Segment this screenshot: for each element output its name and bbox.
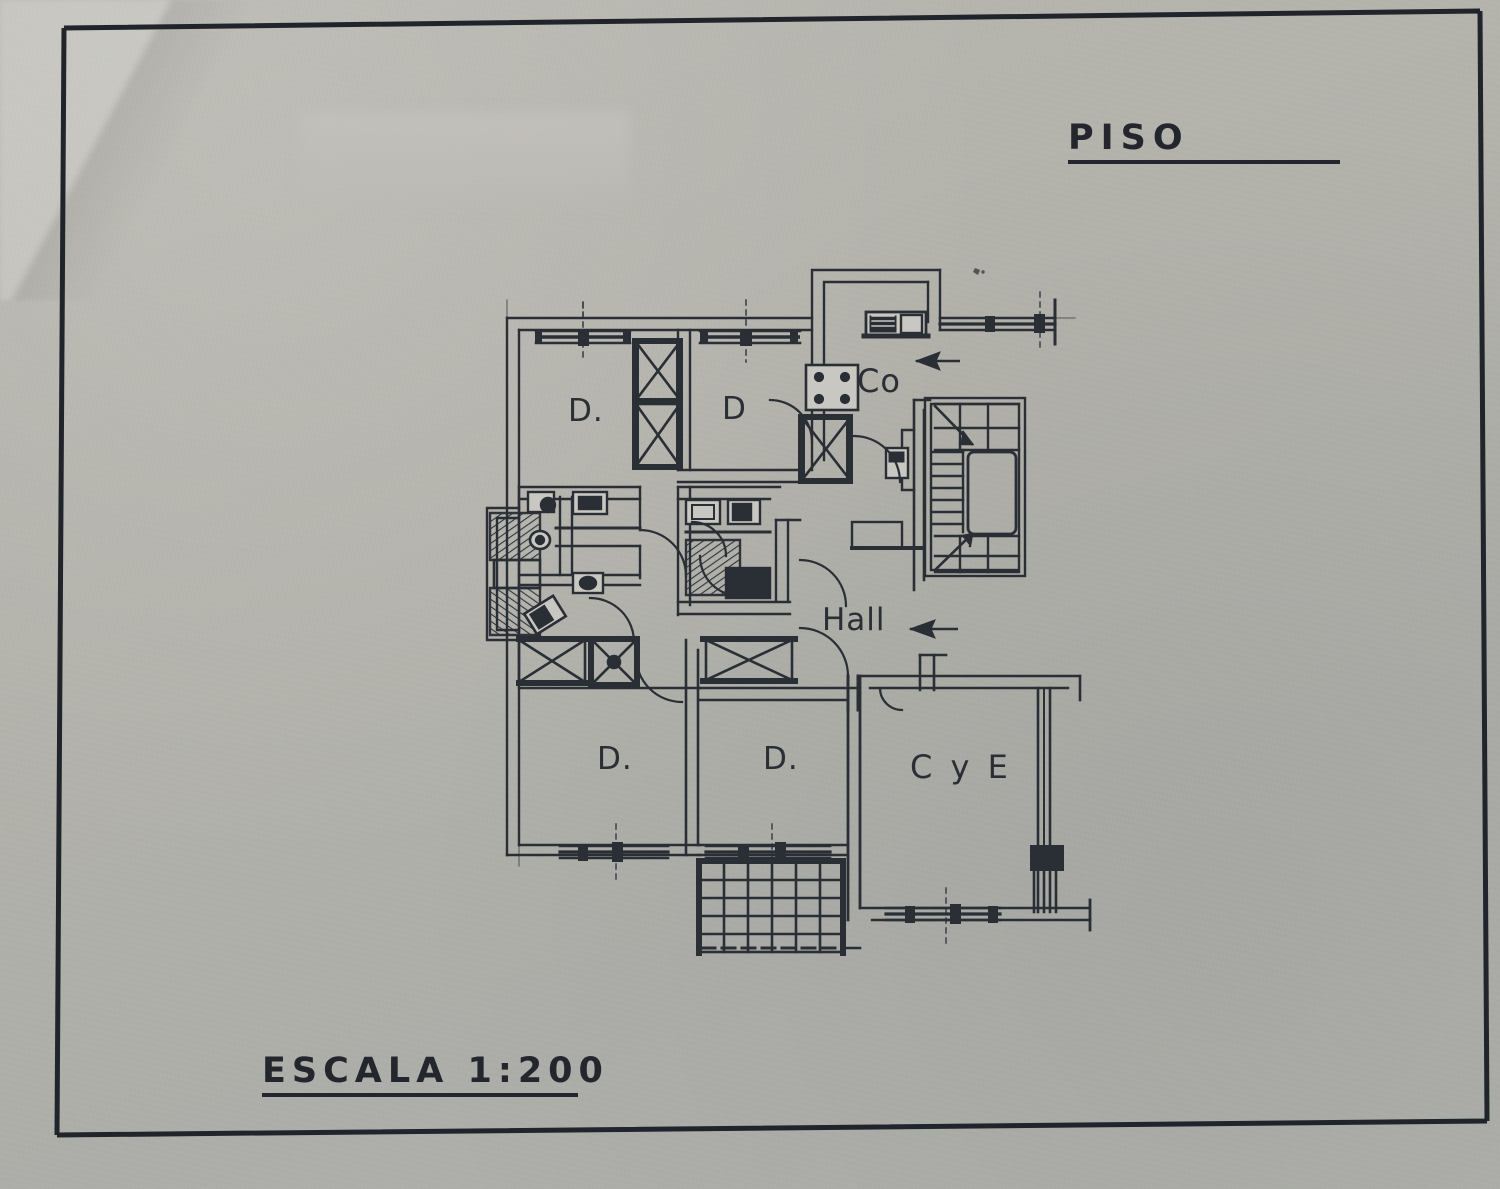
room-label-bedroom-lower-left: D. [597, 741, 633, 777]
wardrobe-lower-left [517, 638, 587, 684]
room-label-bedroom-lower-middle: D. [763, 741, 799, 777]
room-label-bedroom-upper-middle: D [722, 391, 747, 427]
scale-note: ESCALA 1:200 [262, 1051, 609, 1091]
arrow-to-hall [908, 619, 958, 639]
room-label-bedroom-upper-left: D. [568, 393, 604, 429]
room-label-kitchen: Co [857, 362, 901, 400]
room-label-service-area: C y E [910, 748, 1012, 786]
stove-icon [804, 363, 860, 412]
door-swings [588, 398, 904, 712]
wardrobe-lower-right [704, 638, 794, 682]
arrow-to-kitchen [914, 351, 960, 371]
room-label-hall: Hall [822, 602, 886, 638]
terrace-tiles [698, 860, 844, 954]
kitchen-counter [861, 310, 931, 339]
sheet-title: PISO [1068, 118, 1190, 158]
stairwell [923, 396, 1027, 578]
scale-note-underline [262, 1093, 578, 1097]
bathroom-left [485, 485, 642, 642]
ink-speck [973, 268, 985, 275]
wardrobe-lower-mid [590, 638, 638, 686]
plan-walls [485, 268, 1092, 956]
sheet-border [54, 8, 1490, 1138]
sheet-title-underline [1068, 160, 1340, 164]
hall-counter [850, 520, 926, 550]
direction-arrows [908, 351, 960, 639]
